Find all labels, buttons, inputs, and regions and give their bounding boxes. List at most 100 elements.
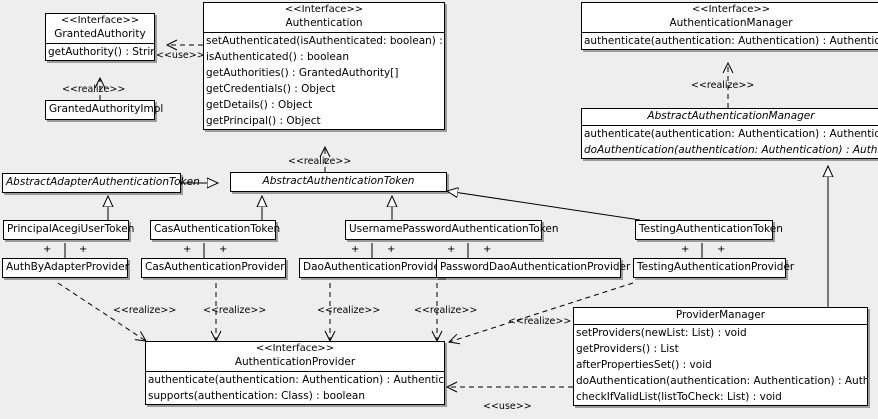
- class-stereotype: <<Interface>>: [255, 343, 335, 354]
- class-name: AuthByAdapterProvider: [6, 261, 129, 273]
- class-name: GrantedAuthorityImpl: [49, 103, 164, 115]
- class-header: <<Interface>> GrantedAuthority: [46, 14, 154, 43]
- edge-label-use-grantedauthority: <<use>>: [156, 50, 205, 61]
- class-name: TestingAuthenticationProvider: [637, 261, 795, 273]
- class-name: TestingAuthenticationToken: [639, 223, 783, 235]
- class-authentication-provider[interactable]: <<Interface>> AuthenticationProvider aut…: [145, 341, 445, 405]
- multiplicity-label: +: [351, 244, 360, 255]
- class-header: GrantedAuthorityImpl: [46, 101, 164, 119]
- class-dao-authentication-provider[interactable]: DaoAuthenticationProvider: [299, 258, 445, 279]
- multiplicity-label: +: [483, 244, 492, 255]
- class-stereotype: <<Interface>>: [284, 4, 364, 15]
- multiplicity-label: +: [219, 244, 228, 255]
- class-name: AuthenticationManager: [669, 16, 793, 29]
- class-header: <<Interface>> AuthenticationManager: [582, 3, 878, 32]
- edge-label-realize-daoauthenticationprovider: <<realize>>: [317, 305, 381, 316]
- class-granted-authority-impl[interactable]: GrantedAuthorityImpl: [45, 100, 164, 121]
- compartment-divider: [146, 370, 444, 372]
- edge-generalization-testingauthenticationtoken: [447, 191, 641, 221]
- compartment-divider: [46, 42, 154, 44]
- operations-compartment: setAuthenticated(isAuthenticated: boolea…: [204, 33, 444, 129]
- class-header: AbstractAdapterAuthenticationToken: [3, 174, 200, 192]
- multiplicity-label: +: [79, 244, 88, 255]
- class-name: ProviderManager: [675, 309, 766, 321]
- class-name: UsernamePasswordAuthenticationToken: [349, 223, 559, 235]
- multiplicity-label: +: [387, 244, 396, 255]
- operation-item: doAuthentication(authentication: Authent…: [584, 144, 878, 157]
- operation-item: supports(authentication: Class) : boolea…: [148, 389, 365, 402]
- class-header: PrincipalAcegiUserToken: [4, 221, 135, 239]
- class-header: UsernamePasswordAuthenticationToken: [346, 221, 559, 239]
- operation-item: authenticate(authentication: Authenticat…: [148, 373, 444, 386]
- edge-label-realize-passworddaoauthenticationprovider: <<realize>>: [414, 305, 478, 316]
- class-header: AuthByAdapterProvider: [3, 259, 129, 277]
- class-name: PrincipalAcegiUserToken: [7, 223, 135, 235]
- edge-label-use-providermanager: <<use>>: [483, 401, 532, 412]
- class-testing-authentication-provider[interactable]: TestingAuthenticationProvider: [633, 258, 795, 279]
- compartment-divider: [574, 324, 867, 326]
- class-header: <<Interface>> Authentication: [204, 3, 444, 32]
- class-header: TestingAuthenticationToken: [636, 221, 783, 239]
- operation-item: getAuthorities() : GrantedAuthority[]: [206, 66, 399, 79]
- class-cas-authentication-token[interactable]: CasAuthenticationToken: [150, 220, 281, 241]
- class-name: CasAuthenticationToken: [154, 223, 281, 235]
- class-header: PasswordDaoAuthenticationProvider: [437, 259, 630, 277]
- operation-item: getProviders() : List: [576, 343, 679, 356]
- operations-compartment: authenticate(authentication: Authenticat…: [146, 372, 444, 404]
- operation-item: getAuthority() : String: [48, 45, 154, 58]
- edge-label-realize-casauthenticationprovider: <<realize>>: [203, 305, 267, 316]
- class-header: AbstractAuthenticationManager: [582, 109, 878, 125]
- edge-label-realize-abstractauthenticationmanager: <<realize>>: [691, 80, 755, 91]
- class-stereotype: <<Interface>>: [60, 15, 140, 26]
- operation-item: doAuthentication(authentication: Authent…: [576, 375, 867, 388]
- class-authentication[interactable]: <<Interface>> Authentication setAuthenti…: [203, 2, 445, 130]
- class-name: CasAuthenticationProvider: [145, 261, 285, 273]
- class-name: Authentication: [285, 16, 363, 29]
- class-name: AuthenticationProvider: [234, 355, 356, 368]
- multiplicity-label: +: [43, 244, 52, 255]
- operation-item: isAuthenticated() : boolean: [206, 50, 349, 63]
- compartment-divider: [582, 31, 878, 33]
- operations-compartment: setProviders(newList: List) : void getPr…: [574, 325, 867, 405]
- multiplicity-label: +: [183, 244, 192, 255]
- compartment-divider: [582, 125, 878, 127]
- operation-item: authenticate(authentication: Authenticat…: [584, 128, 878, 141]
- class-name: AbstractAdapterAuthenticationToken: [6, 176, 200, 188]
- class-authentication-manager[interactable]: <<Interface>> AuthenticationManager auth…: [581, 2, 878, 50]
- operation-item: afterPropertiesSet() : void: [576, 359, 712, 372]
- compartment-divider: [204, 31, 444, 33]
- class-granted-authority[interactable]: <<Interface>> GrantedAuthority getAuthor…: [45, 13, 155, 61]
- class-principal-acegi-user-token[interactable]: PrincipalAcegiUserToken: [3, 220, 135, 241]
- class-name: DaoAuthenticationProvider: [303, 261, 445, 273]
- class-username-password-authentication-token[interactable]: UsernamePasswordAuthenticationToken: [345, 220, 559, 241]
- edge-label-realize-grantedauthorityimpl: <<realize>>: [62, 84, 126, 95]
- edge-label-realize-testingauthenticationprovider: <<realize>>: [508, 316, 572, 327]
- class-name: AbstractAuthenticationToken: [262, 175, 415, 187]
- class-header: DaoAuthenticationProvider: [300, 259, 445, 277]
- edge-label-realize-authbyadapterprovider: <<realize>>: [113, 305, 177, 316]
- class-abstract-adapter-authentication-token[interactable]: AbstractAdapterAuthenticationToken: [2, 173, 200, 194]
- class-abstract-authentication-token[interactable]: AbstractAuthenticationToken: [230, 172, 447, 193]
- edge-label-realize-abstractauthenticationtoken: <<realize>>: [288, 156, 352, 167]
- class-name: AbstractAuthenticationManager: [647, 110, 815, 122]
- multiplicity-label: +: [447, 244, 456, 255]
- multiplicity-label: +: [717, 244, 726, 255]
- class-stereotype: <<Interface>>: [691, 4, 771, 15]
- class-auth-by-adapter-provider[interactable]: AuthByAdapterProvider: [2, 258, 129, 279]
- class-header: <<Interface>> AuthenticationProvider: [146, 342, 444, 371]
- operation-item: checkIfValidList(listToCheck: List) : vo…: [576, 391, 782, 404]
- operations-compartment: getAuthority() : String: [46, 44, 154, 60]
- class-abstract-authentication-manager[interactable]: AbstractAuthenticationManager authentica…: [581, 108, 878, 160]
- class-header: TestingAuthenticationProvider: [634, 259, 795, 277]
- operations-compartment: authenticate(authentication: Authenticat…: [582, 126, 878, 158]
- class-password-dao-authentication-provider[interactable]: PasswordDaoAuthenticationProvider: [436, 258, 630, 279]
- operation-item: getPrincipal() : Object: [206, 114, 321, 127]
- operations-compartment: authenticate(authentication: Authenticat…: [582, 33, 878, 49]
- class-header: CasAuthenticationProvider: [142, 259, 285, 277]
- operation-item: authenticate(authentication: Authenticat…: [584, 34, 878, 47]
- class-header: CasAuthenticationToken: [151, 221, 281, 239]
- class-testing-authentication-token[interactable]: TestingAuthenticationToken: [635, 220, 783, 241]
- class-provider-manager[interactable]: ProviderManager setProviders(newList: Li…: [573, 307, 868, 407]
- class-cas-authentication-provider[interactable]: CasAuthenticationProvider: [141, 258, 286, 279]
